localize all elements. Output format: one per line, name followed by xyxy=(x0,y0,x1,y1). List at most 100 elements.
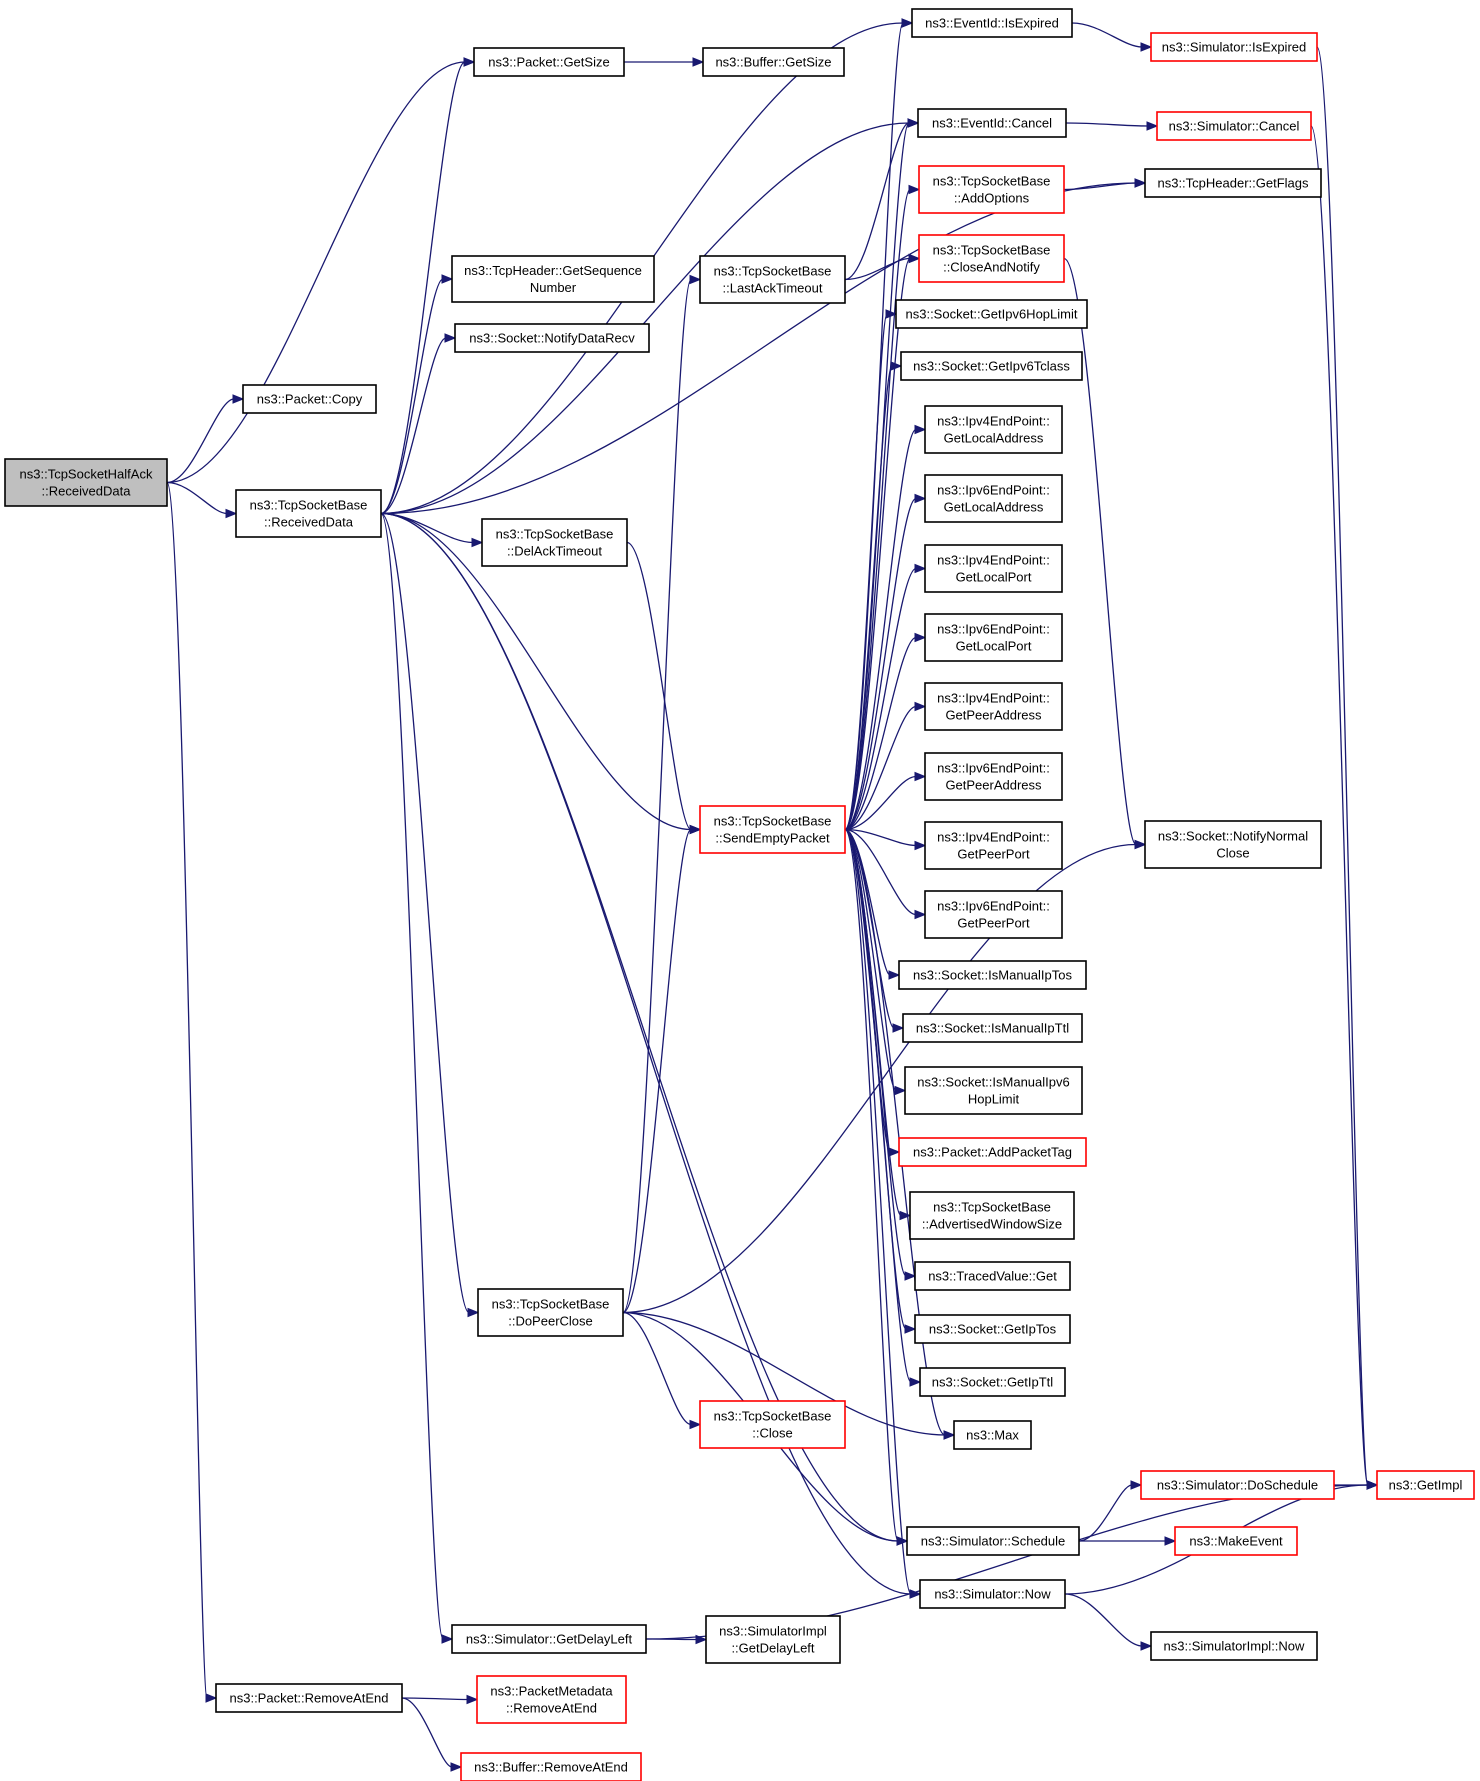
edge-arrowhead xyxy=(692,57,705,67)
node-label: ns3::Packet::RemoveAtEnd xyxy=(230,1691,389,1706)
node-box xyxy=(702,47,845,77)
node-delAck[interactable]: ns3::TcpSocketBase::DelAckTimeout xyxy=(481,518,628,567)
node-box xyxy=(924,613,1063,662)
edge-line xyxy=(380,512,899,1542)
node-label: ::ReceivedData xyxy=(264,515,354,530)
node-doSchedule[interactable]: ns3::Simulator::DoSchedule xyxy=(1140,1470,1335,1500)
node-box xyxy=(1144,168,1322,198)
node-simImplDelay[interactable]: ns3::SimulatorImpl::GetDelayLeft xyxy=(705,1615,841,1664)
node-makeEvent[interactable]: ns3::MakeEvent xyxy=(1174,1526,1298,1556)
node-getImpl[interactable]: ns3::GetImpl xyxy=(1376,1470,1475,1500)
node-now[interactable]: ns3::Simulator::Now xyxy=(919,1579,1066,1609)
node-sendEmpty[interactable]: ns3::TcpSocketBase::SendEmptyPacket xyxy=(699,805,846,854)
node-box xyxy=(481,518,628,567)
edge-sendEmpty-to-now xyxy=(844,828,922,1599)
node-getFlags[interactable]: ns3::TcpHeader::GetFlags xyxy=(1144,168,1322,198)
node-label: ns3::Ipv6EndPoint:: xyxy=(937,899,1050,914)
edge-sendEmpty-to-v4LocalAddr xyxy=(844,424,927,831)
node-label: ns3::Ipv6EndPoint:: xyxy=(937,761,1050,776)
node-simIsExpired[interactable]: ns3::Simulator::IsExpired xyxy=(1150,32,1318,62)
node-tclass[interactable]: ns3::Socket::GetIpv6Tclass xyxy=(900,351,1083,381)
node-advWin[interactable]: ns3::TcpSocketBase::AdvertisedWindowSize xyxy=(909,1191,1075,1240)
edge-arrowhead xyxy=(888,970,901,980)
node-tsbRecv[interactable]: ns3::TcpSocketBase::ReceivedData xyxy=(235,489,382,538)
node-v6LocalAddr[interactable]: ns3::Ipv6EndPoint::GetLocalAddress xyxy=(924,474,1063,523)
node-getTtl[interactable]: ns3::Socket::GetIpTtl xyxy=(919,1367,1066,1397)
node-cancel[interactable]: ns3::EventId::Cancel xyxy=(917,108,1067,138)
node-isExpired[interactable]: ns3::EventId::IsExpired xyxy=(911,8,1073,38)
edge-line xyxy=(380,122,910,515)
node-label: ::AddOptions xyxy=(954,191,1030,206)
node-tsbClose[interactable]: ns3::TcpSocketBase::Close xyxy=(699,1400,846,1449)
node-simImplNow[interactable]: ns3::SimulatorImpl::Now xyxy=(1150,1631,1318,1661)
node-closeNotify[interactable]: ns3::TcpSocketBase::CloseAndNotify xyxy=(918,234,1065,283)
node-v4LocalPort[interactable]: ns3::Ipv4EndPoint::GetLocalPort xyxy=(924,544,1063,593)
node-box xyxy=(917,108,1067,138)
node-tracedGet[interactable]: ns3::TracedValue::Get xyxy=(914,1261,1071,1291)
node-manTtl[interactable]: ns3::Socket::IsManualIpTtl xyxy=(902,1013,1083,1043)
node-box xyxy=(454,323,650,353)
edge-arrowhead xyxy=(914,701,927,712)
node-label: ::DelAckTimeout xyxy=(507,544,602,559)
edge-arrowhead xyxy=(1140,1641,1153,1651)
node-notifyRecv[interactable]: ns3::Socket::NotifyDataRecv xyxy=(454,323,650,353)
edge-line xyxy=(380,61,466,515)
node-v4PeerAddr[interactable]: ns3::Ipv4EndPoint::GetPeerAddress xyxy=(924,682,1063,731)
edge-schedule-to-makeEvent xyxy=(1079,1536,1177,1546)
node-root[interactable]: ns3::TcpSocketHalfAck::ReceivedData xyxy=(4,458,168,507)
node-pmRemove[interactable]: ns3::PacketMetadata::RemoveAtEnd xyxy=(476,1675,627,1724)
node-v6PeerPort[interactable]: ns3::Ipv6EndPoint::GetPeerPort xyxy=(924,890,1063,939)
node-schedule[interactable]: ns3::Simulator::Schedule xyxy=(906,1526,1080,1556)
node-v6LocalPort[interactable]: ns3::Ipv6EndPoint::GetLocalPort xyxy=(924,613,1063,662)
node-copy[interactable]: ns3::Packet::Copy xyxy=(242,384,377,414)
edge-line xyxy=(844,828,917,916)
edge-arrowhead xyxy=(890,361,903,371)
edge-line xyxy=(166,398,235,484)
node-getTos[interactable]: ns3::Socket::GetIpTos xyxy=(914,1314,1071,1344)
node-label: ns3::Socket::GetIpv6HopLimit xyxy=(906,307,1078,322)
edge-line xyxy=(844,705,917,831)
node-label: ns3::Ipv4EndPoint:: xyxy=(937,553,1050,568)
node-box xyxy=(477,1288,624,1337)
node-bufRemove[interactable]: ns3::Buffer::RemoveAtEnd xyxy=(460,1752,642,1781)
edge-sendEmpty-to-closeNotify xyxy=(844,253,921,831)
node-label: ns3::Packet::Copy xyxy=(257,392,363,407)
node-label: ns3::TcpSocketBase xyxy=(496,527,614,542)
node-label: GetLocalAddress xyxy=(944,500,1044,515)
edge-root-to-removeAtEnd xyxy=(166,481,218,1703)
edge-tsbRecv-to-notifyRecv xyxy=(380,333,457,515)
edge-line xyxy=(844,828,899,1542)
node-doPeerClose[interactable]: ns3::TcpSocketBase::DoPeerClose xyxy=(477,1288,624,1337)
node-v6PeerAddr[interactable]: ns3::Ipv6EndPoint::GetPeerAddress xyxy=(924,752,1063,801)
edge-sendEmpty-to-v6PeerPort xyxy=(844,828,927,920)
edge-arrowhead xyxy=(914,909,927,920)
node-label: ns3::TcpSocketBase xyxy=(933,1200,1051,1215)
node-box xyxy=(924,821,1063,870)
edge-line xyxy=(401,1697,469,1701)
edge-tsbRecv-to-getSeq xyxy=(380,274,454,515)
node-lastAck[interactable]: ns3::TcpSocketBase::LastAckTimeout xyxy=(699,255,846,304)
node-label: ns3::Ipv4EndPoint:: xyxy=(937,691,1050,706)
node-label: ::CloseAndNotify xyxy=(943,260,1040,275)
edge-arrowhead xyxy=(899,1210,912,1221)
node-v4LocalAddr[interactable]: ns3::Ipv4EndPoint::GetLocalAddress xyxy=(924,405,1063,454)
node-getDelayLeft[interactable]: ns3::Simulator::GetDelayLeft xyxy=(451,1624,647,1654)
node-v4PeerPort[interactable]: ns3::Ipv4EndPoint::GetPeerPort xyxy=(924,821,1063,870)
node-label: ns3::Simulator::IsExpired xyxy=(1162,40,1307,55)
node-manTos[interactable]: ns3::Socket::IsManualIpTos xyxy=(898,960,1087,990)
edge-sendEmpty-to-max xyxy=(844,828,956,1440)
edge-removeAtEnd-to-bufRemove xyxy=(401,1697,463,1772)
node-simCancel[interactable]: ns3::Simulator::Cancel xyxy=(1156,111,1312,141)
node-removeAtEnd[interactable]: ns3::Packet::RemoveAtEnd xyxy=(215,1683,403,1713)
node-bufGetSize[interactable]: ns3::Buffer::GetSize xyxy=(702,47,845,77)
node-label: ns3::SimulatorImpl xyxy=(719,1624,827,1639)
node-hopLimit[interactable]: ns3::Socket::GetIpv6HopLimit xyxy=(895,299,1088,329)
node-addTag[interactable]: ns3::Packet::AddPacketTag xyxy=(898,1137,1087,1167)
node-getSize[interactable]: ns3::Packet::GetSize xyxy=(473,47,625,77)
node-addOptions[interactable]: ns3::TcpSocketBase::AddOptions xyxy=(918,165,1065,214)
edge-tsbRecv-to-delAck xyxy=(380,512,484,548)
node-max[interactable]: ns3::Max xyxy=(953,1420,1032,1450)
